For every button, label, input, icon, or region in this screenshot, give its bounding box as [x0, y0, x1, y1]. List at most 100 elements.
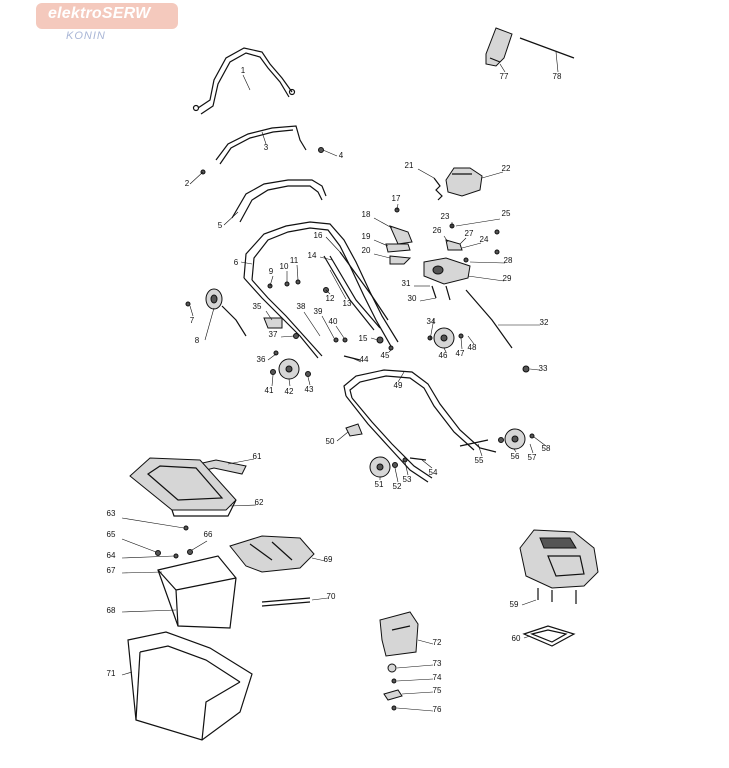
callout-label-70: 70 [327, 592, 336, 601]
callout-label-29: 29 [503, 274, 512, 283]
part-cable-bar [215, 125, 307, 165]
callout-label-40: 40 [329, 317, 338, 326]
callout-label-57: 57 [528, 453, 537, 462]
callout-label-26: 26 [433, 226, 442, 235]
callout-label-76: 76 [433, 705, 442, 714]
part-screw-45 [388, 345, 394, 351]
part-clip-50 [345, 423, 363, 437]
part-washer-40 [333, 337, 339, 343]
part-wheel-57 [504, 428, 526, 450]
callout-label-41: 41 [265, 386, 274, 395]
part-grip [231, 179, 327, 219]
brand-logo-badge [36, 3, 178, 29]
part-lever-18-19-20 [385, 207, 413, 265]
callout-label-73: 73 [433, 659, 442, 668]
callout-label-58: 58 [542, 444, 551, 453]
part-gasket-60 [522, 625, 576, 647]
callout-label-78: 78 [553, 72, 562, 81]
part-cable-32 [465, 289, 513, 349]
callout-label-32: 32 [540, 318, 549, 327]
part-lever-75 [383, 689, 403, 701]
part-washer-43 [305, 371, 311, 377]
callout-label-20: 20 [362, 246, 371, 255]
callout-label-69: 69 [324, 555, 333, 564]
part-nut-65 [155, 550, 161, 556]
callout-label-56: 56 [511, 452, 520, 461]
callout-label-47: 47 [456, 349, 465, 358]
callout-label-18: 18 [362, 210, 371, 219]
callout-label-1: 1 [241, 66, 246, 75]
part-wire-78 [519, 37, 575, 59]
part-screw-63 [183, 525, 189, 531]
part-screw-7 [185, 301, 191, 307]
part-rod-16 [339, 251, 389, 321]
callout-label-36: 36 [257, 355, 266, 364]
callout-label-65: 65 [107, 530, 116, 539]
callout-label-54: 54 [429, 468, 438, 477]
callout-label-33: 33 [539, 364, 548, 373]
part-bolt-55 [459, 439, 489, 447]
callout-label-5: 5 [218, 221, 223, 230]
part-upper-handle [192, 47, 296, 115]
callout-label-34: 34 [427, 317, 436, 326]
brand-logo-city: KONIN [66, 30, 106, 42]
callout-label-31: 31 [402, 279, 411, 288]
part-screw-4 [318, 147, 324, 153]
callout-label-52: 52 [393, 482, 402, 491]
part-washer-52 [392, 462, 398, 468]
callout-label-50: 50 [326, 437, 335, 446]
callout-label-17: 17 [392, 194, 401, 203]
callout-label-51: 51 [375, 480, 384, 489]
part-lower-handle [343, 369, 497, 483]
callout-label-11: 11 [290, 256, 299, 265]
callout-label-22: 22 [502, 164, 511, 173]
callout-label-3: 3 [264, 143, 269, 152]
leader-lines [121, 51, 559, 712]
part-nut-41 [270, 369, 276, 375]
callout-label-28: 28 [504, 256, 513, 265]
part-spark-plug-77 [485, 27, 513, 67]
part-grass-bag-71 [127, 631, 253, 741]
part-bracket-35 [263, 317, 283, 329]
callout-label-75: 75 [433, 686, 442, 695]
part-mulch-plate-69 [229, 535, 315, 573]
part-mulch-plug-72 [379, 611, 419, 657]
callout-label-19: 19 [362, 232, 371, 241]
callout-label-30: 30 [408, 294, 417, 303]
part-wheel-51 [369, 456, 391, 478]
callout-label-7: 7 [190, 316, 195, 325]
callout-label-23: 23 [441, 212, 450, 221]
callout-label-27: 27 [465, 229, 474, 238]
callout-label-2: 2 [185, 179, 190, 188]
part-clip-73 [387, 663, 397, 673]
callout-label-59: 59 [510, 600, 519, 609]
callout-label-60: 60 [512, 634, 521, 643]
callout-label-15: 15 [359, 334, 368, 343]
part-washer-47 [458, 333, 464, 339]
part-bolt-54 [409, 457, 427, 461]
callout-label-66: 66 [204, 530, 213, 539]
part-washer-10 [284, 281, 290, 287]
part-screw-74 [391, 678, 397, 684]
part-lever-assembly-29 [423, 223, 500, 301]
part-wheel-42 [278, 358, 300, 380]
callout-label-12: 12 [326, 294, 335, 303]
part-nut-66 [187, 549, 193, 555]
callout-label-39: 39 [314, 307, 323, 316]
callout-label-14: 14 [308, 251, 317, 260]
callout-label-21: 21 [405, 161, 414, 170]
callout-label-61: 61 [253, 452, 262, 461]
part-wheel-46 [433, 327, 455, 349]
part-nut-39 [342, 337, 348, 343]
callout-label-77: 77 [500, 72, 509, 81]
callout-label-53: 53 [403, 475, 412, 484]
part-main-handle [243, 221, 399, 359]
callout-label-37: 37 [269, 330, 278, 339]
callout-label-38: 38 [297, 302, 306, 311]
callout-label-44: 44 [360, 355, 369, 364]
callout-label-49: 49 [394, 381, 403, 390]
callout-label-6: 6 [234, 258, 239, 267]
callout-label-48: 48 [468, 343, 477, 352]
part-nut-36 [273, 350, 279, 356]
